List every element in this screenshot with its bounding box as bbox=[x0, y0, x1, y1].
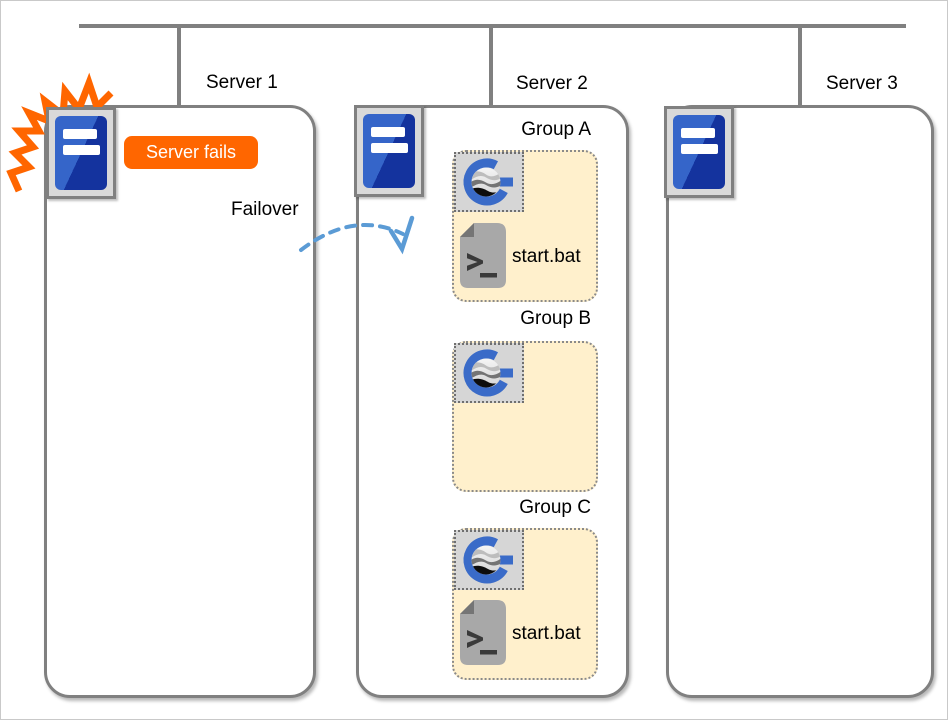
server-1-connector-line bbox=[177, 27, 181, 106]
group-b-label: Group B bbox=[520, 308, 591, 329]
failover-arrow-icon bbox=[299, 215, 415, 255]
server-glyph bbox=[673, 115, 725, 189]
server-2-connector-line bbox=[489, 27, 493, 106]
terminal-script-file-icon bbox=[460, 600, 506, 665]
server-glyph bbox=[55, 116, 107, 190]
server-icon bbox=[354, 105, 424, 197]
group-a-label: Group A bbox=[521, 119, 591, 140]
group-b-box bbox=[452, 341, 598, 492]
server-3-connector-line bbox=[798, 27, 802, 106]
server-fails-badge: Server fails bbox=[124, 136, 258, 169]
server-icon bbox=[46, 107, 116, 199]
group-c-label: Group C bbox=[519, 497, 591, 518]
gateway-g-icon bbox=[454, 530, 524, 590]
server-glyph bbox=[363, 114, 415, 188]
server-1-box bbox=[44, 105, 316, 698]
server-3-label: Server 3 bbox=[826, 73, 898, 94]
terminal-script-file-icon bbox=[460, 223, 506, 288]
script-label: start.bat bbox=[512, 623, 581, 644]
network-bus-line bbox=[79, 24, 906, 28]
server-2-label: Server 2 bbox=[516, 73, 588, 94]
script-label: start.bat bbox=[512, 246, 581, 267]
gateway-g-icon bbox=[454, 343, 524, 403]
server-icon bbox=[664, 106, 734, 198]
server-3-box bbox=[666, 105, 934, 698]
failover-label: Failover bbox=[231, 199, 299, 220]
gateway-g-icon bbox=[454, 152, 524, 212]
server-1-label: Server 1 bbox=[206, 72, 278, 93]
explosion-burst-icon bbox=[6, 72, 114, 193]
